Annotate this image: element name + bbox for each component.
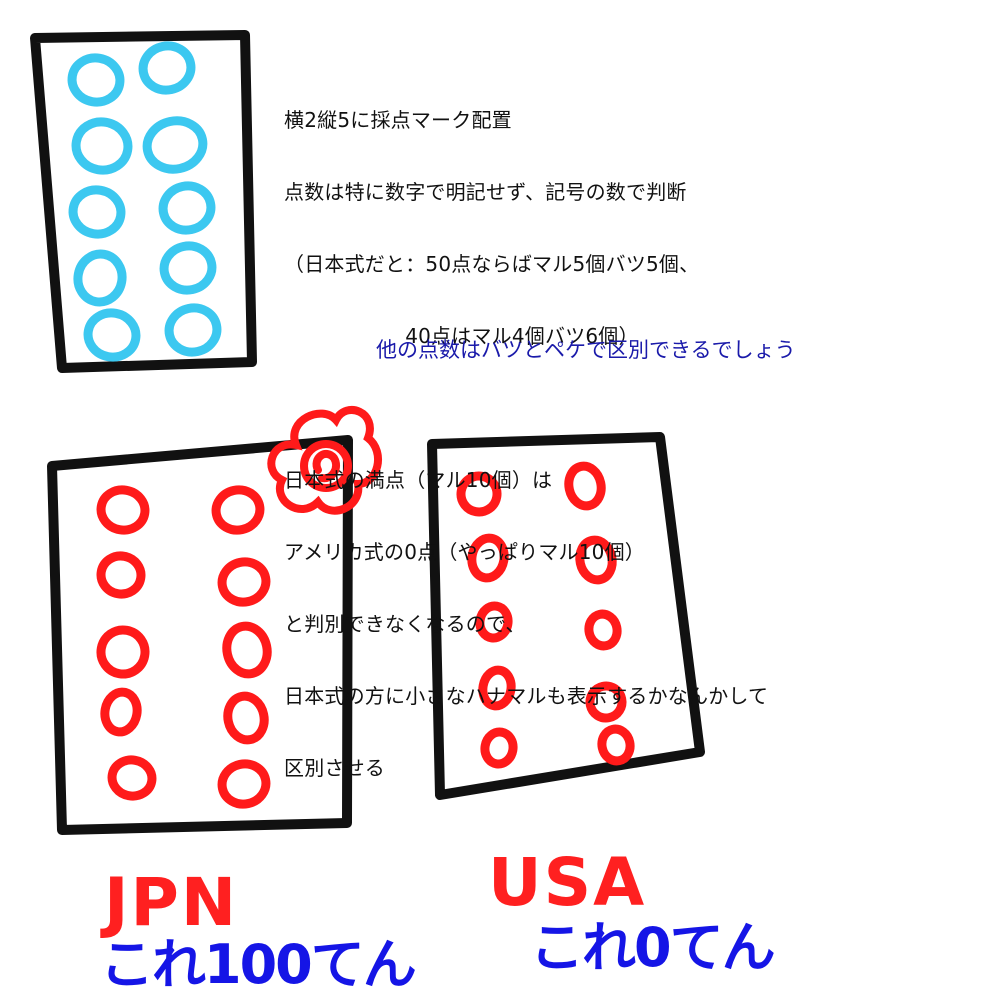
circle-mark (68, 185, 126, 239)
circle-mark (575, 535, 617, 585)
jpn-score-label: これ100てん (100, 933, 417, 996)
explanation-note: 横2縦5に採点マーク配置 点数は特に数字で明記せず、記号の数で判断 （日本式だと… (284, 60, 984, 828)
circle-mark (96, 485, 150, 535)
circle-mark (480, 727, 518, 769)
circle-mark (564, 461, 606, 511)
note-line: アメリカ式の0点（やっぱりマル10個） (284, 540, 645, 564)
circle-mark (597, 724, 635, 766)
circle-mark (138, 41, 196, 95)
circle-mark (67, 53, 125, 107)
jpn-label: JPN (104, 864, 239, 941)
circle-mark (142, 116, 208, 174)
circle-mark (158, 181, 216, 235)
circle-mark (584, 609, 622, 651)
note-line: 点数は特に数字で明記せず、記号の数で判断 (284, 180, 687, 204)
circle-mark (71, 117, 133, 175)
blue-remark: 他の点数はバツとペケで区別できるでしょう (376, 338, 796, 362)
note-line: 横2縦5に採点マーク配置 (284, 108, 512, 132)
circle-mark (223, 691, 269, 745)
note-line: 40点はマル4個バツ6個） (284, 324, 639, 348)
circle-mark (100, 687, 142, 737)
circle-mark (475, 601, 513, 643)
circle-mark (96, 625, 150, 679)
usa-score-label: これ0てん (530, 916, 776, 979)
circle-mark (467, 533, 509, 583)
circle-mark (96, 551, 146, 599)
note-line: （日本式だと：50点ならばマル5個バツ5個、 (284, 252, 700, 276)
circle-mark (164, 303, 222, 357)
circle-mark (585, 681, 627, 723)
circle-mark (222, 621, 272, 679)
circle-mark (83, 308, 141, 362)
note-gap (284, 396, 984, 420)
usa-label: USA (488, 844, 647, 921)
jpn-circle-marks (96, 485, 272, 809)
circle-mark (478, 665, 516, 711)
usa-circle-marks (456, 461, 635, 769)
note-line: 日本式の満点（マル10個）は (284, 468, 553, 492)
circle-mark (217, 759, 271, 809)
circle-mark (73, 249, 127, 307)
jpn-card-outline (47, 435, 353, 835)
circle-mark (217, 557, 271, 607)
note-line: 日本式の方に小さなハナマルも表示するかなんかして (284, 684, 769, 708)
usa-card-outline (427, 432, 705, 800)
template-card-outline (30, 30, 257, 373)
note-line: と判別できなくなるので、 (284, 612, 526, 636)
hanamaru-icon (267, 406, 382, 515)
circle-mark (107, 755, 157, 801)
template-circle-marks (67, 41, 222, 362)
circle-mark (211, 485, 265, 535)
circle-mark (456, 471, 502, 517)
circle-mark (159, 241, 217, 295)
note-line: 区別させる (284, 756, 385, 780)
